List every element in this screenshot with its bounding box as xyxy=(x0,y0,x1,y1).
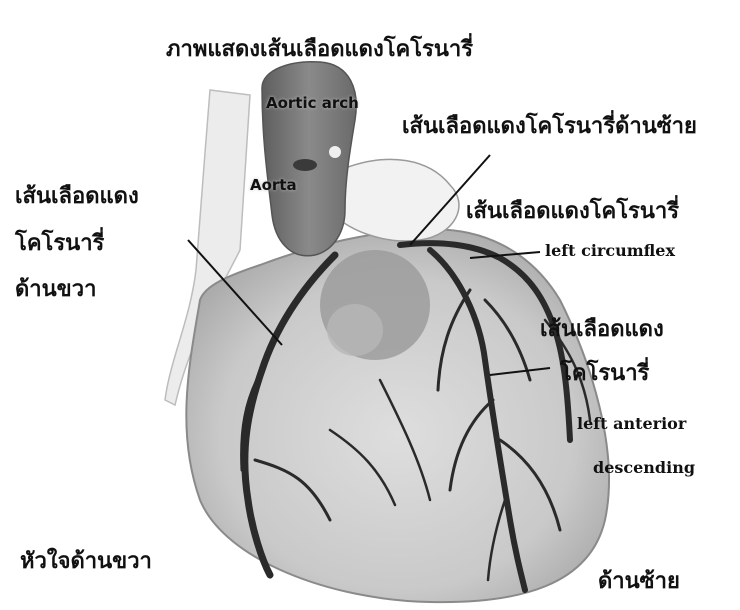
left-atrium xyxy=(330,159,459,241)
label-rca-line1: เส้นเลือดแดง xyxy=(15,185,139,207)
label-rca-line2: โคโรนารี่ xyxy=(15,232,104,254)
aorta xyxy=(262,62,356,256)
label-circumflex-th: เส้นเลือดแดงโคโรนารี่ xyxy=(466,200,679,222)
label-rca-line3: ด้านขวา xyxy=(15,278,96,300)
label-lad-th2: โคโรนารี่ xyxy=(560,362,649,384)
label-aortic-arch: Aortic arch xyxy=(266,96,359,111)
label-lad-en1: left anterior xyxy=(577,416,686,432)
label-lad-en2: descending xyxy=(593,460,695,476)
label-circumflex-en: left circumflex xyxy=(545,243,675,259)
label-lad-th1: เส้นเลือดแดง xyxy=(540,318,664,340)
label-right-heart: หัวใจด้านขวา xyxy=(20,550,152,572)
diagram-title: ภาพแสดงเส้นเลือดแดงโคโรนารี่ xyxy=(166,38,473,60)
label-left-coronary: เส้นเลือดแดงโคโรนารี่ด้านซ้าย xyxy=(402,115,697,137)
label-left-side: ด้านซ้าย xyxy=(598,570,680,592)
label-aorta: Aorta xyxy=(250,178,297,193)
